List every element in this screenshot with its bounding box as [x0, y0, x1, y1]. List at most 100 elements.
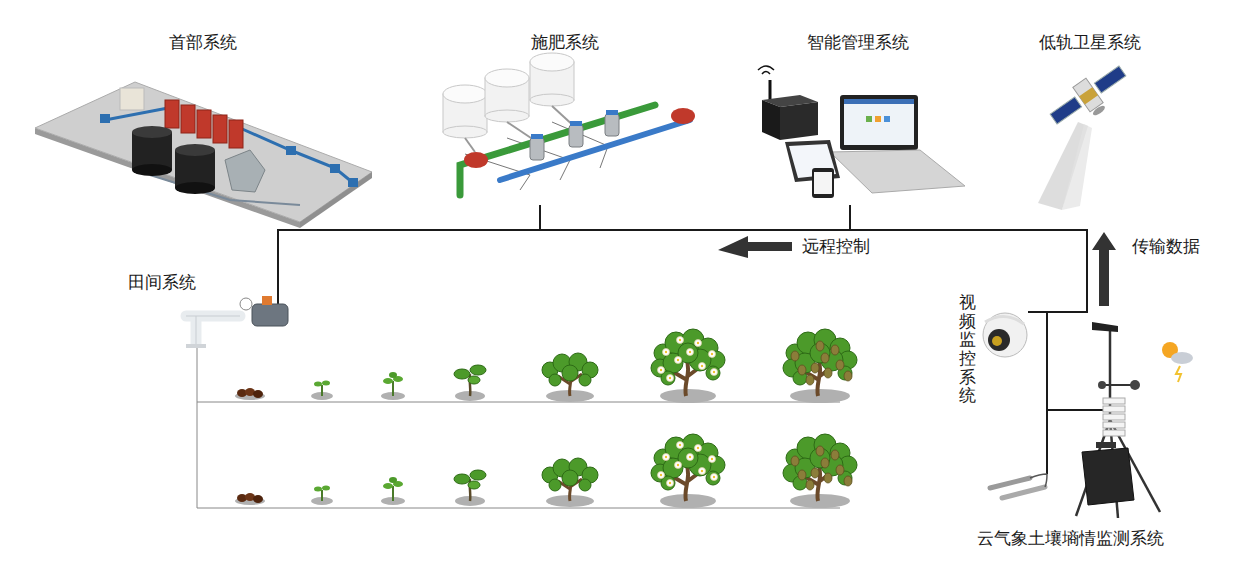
- head-works-illustration: [181, 105, 195, 133]
- management-illustration: [844, 99, 914, 145]
- management-system: 智能管理系统: [750, 30, 965, 205]
- head-works-illustration: [35, 82, 372, 222]
- fertilizer-illustration: [606, 110, 618, 115]
- head-works-illustration: [165, 100, 179, 128]
- head-works-illustration: [213, 115, 227, 143]
- wire: [277, 270, 279, 305]
- fertilizer-illustration: [671, 108, 695, 124]
- kiwi-growth-row: [651, 329, 725, 403]
- camera-illustration: [983, 313, 1027, 357]
- head-works-illustration: [229, 120, 243, 148]
- kiwi-growth-row: [311, 486, 333, 506]
- fertilizer-illustration: [443, 85, 487, 103]
- fertilizer-system: 施肥系统: [425, 30, 705, 205]
- field-system: 田间系统: [120, 270, 300, 350]
- satellite-illustration: [1091, 104, 1106, 117]
- video-monitoring-system: 视频监控系统: [955, 290, 1040, 415]
- fertilizer-illustration: [530, 53, 574, 71]
- management-illustration: [769, 80, 772, 100]
- system-label: 施肥系统: [531, 32, 599, 52]
- management-illustration: [830, 150, 965, 193]
- kiwi-growth-row: [235, 434, 857, 508]
- head-works-illustration: [175, 182, 215, 194]
- wire: [1047, 409, 1108, 411]
- field-row: [197, 508, 840, 509]
- fertilizer-illustration: [531, 134, 543, 139]
- fertilizer-illustration: [530, 138, 544, 160]
- fertilizer-illustration: [530, 114, 619, 160]
- weather-soil-monitoring-system: 云气象土壤墒情监测系统: [950, 425, 1190, 550]
- weather-station-illustration: [1092, 322, 1118, 332]
- fertilizer-illustration: [485, 69, 529, 87]
- kiwi-growth-row: [235, 388, 265, 400]
- head-works-illustration: [330, 164, 340, 173]
- remote-control-label: 远程控制: [802, 236, 870, 256]
- satellite-illustration: [1045, 59, 1135, 137]
- satellite-illustration: [1062, 124, 1092, 210]
- field-valve-illustration: [186, 344, 206, 348]
- camera-illustration: [983, 313, 1027, 357]
- weather-station-illustration: [1103, 430, 1125, 436]
- bus-connector: [850, 205, 1087, 425]
- head-works-illustration: [100, 114, 110, 123]
- bus-connector: [278, 205, 850, 270]
- management-illustration: [840, 95, 918, 150]
- management-illustration: [814, 172, 832, 194]
- management-illustration: [866, 116, 872, 122]
- head-works-illustration: [35, 82, 372, 228]
- fertilizer-illustration: [570, 121, 582, 126]
- head-works-illustration: [132, 164, 172, 176]
- weather-station-illustration: [1082, 448, 1134, 505]
- fertilizer-illustration: [464, 152, 488, 168]
- weather-station-illustration: [1103, 414, 1125, 420]
- fertilizer-illustration: [605, 114, 619, 136]
- kiwi-growth-row: [783, 329, 857, 403]
- kiwi-growth-row: [381, 372, 405, 400]
- data-transmission-label: 传输数据: [1132, 236, 1149, 256]
- bus-connector: [540, 205, 850, 230]
- head-works-illustration: [165, 100, 243, 148]
- system-label: 低轨卫星系统: [1039, 32, 1141, 52]
- kiwi-growth-row: [381, 477, 405, 505]
- system-label: 首部系统: [169, 32, 237, 52]
- satellite-system: 低轨卫星系统: [1020, 30, 1160, 210]
- weather-station-illustration: [1103, 398, 1125, 436]
- kiwi-growth-row: [235, 493, 265, 505]
- system-label: 智能管理系统: [807, 32, 909, 52]
- fertilizer-illustration: [443, 53, 574, 138]
- kiwi-growth-row: [454, 365, 486, 401]
- weather-station-illustration: [1103, 422, 1125, 428]
- head-works-illustration: [300, 172, 372, 228]
- head-works-illustration: [150, 175, 300, 205]
- wire: [1028, 311, 1040, 313]
- camera-illustration: [985, 316, 1024, 324]
- weather-station-illustration: [1076, 330, 1160, 518]
- fertilizer-illustration: [531, 110, 618, 139]
- fertilizer-illustration: [443, 126, 487, 138]
- system-label: 视频监控系统: [959, 293, 976, 405]
- management-illustration: [812, 168, 834, 198]
- soil-sensor-illustration: [990, 478, 1030, 488]
- head-works-system: 首部系统: [30, 30, 375, 225]
- head-works-illustration: [286, 146, 296, 155]
- soil-sensor-illustration: [1030, 474, 1047, 487]
- management-illustration: [758, 66, 965, 198]
- fertilizer-illustration: [460, 105, 655, 195]
- weather-station-illustration: [1098, 381, 1106, 389]
- kiwi-growth-row: [542, 353, 598, 402]
- weather-station-illustration: [1103, 398, 1125, 404]
- management-illustration: [884, 116, 890, 122]
- kiwi-growth-row: [235, 329, 857, 403]
- head-works-illustration: [348, 178, 358, 187]
- kiwi-growth-row: [542, 458, 598, 507]
- fertilizer-illustration: [485, 110, 529, 122]
- kiwi-growth-row: [651, 434, 725, 508]
- fertilizer-illustration: [443, 53, 695, 195]
- field-valve-illustration: [262, 296, 272, 305]
- weather-station-illustration: [1096, 442, 1116, 448]
- fertilizer-illustration: [569, 125, 583, 147]
- management-illustration: [758, 66, 774, 74]
- kiwi-growth-row: [311, 381, 333, 401]
- field-valve-illustration: [186, 316, 240, 345]
